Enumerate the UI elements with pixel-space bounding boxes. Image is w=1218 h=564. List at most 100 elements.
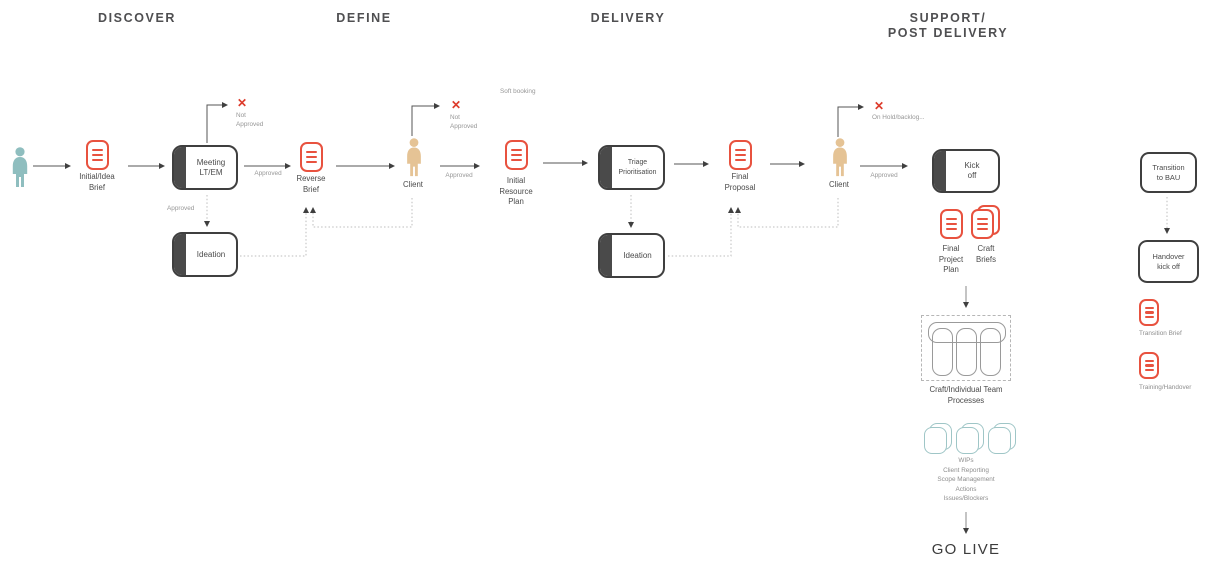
dotted-client2-to-final-proposal: [735, 198, 839, 228]
final-proposal-label: Final Proposal: [705, 172, 775, 193]
reject-x-icon-2: ✕: [451, 98, 462, 112]
initial-resource-plan-icon: [505, 140, 528, 170]
not-approved-1-line1: Not: [236, 112, 246, 119]
client-label-1: Client: [378, 180, 448, 191]
final-project-plan-icon: [940, 209, 963, 239]
approved-label-meeting-reverse: Approved: [254, 170, 282, 177]
approved-label-client-kickoff: Approved: [870, 172, 898, 179]
craft-briefs-line1: Craft: [977, 244, 995, 253]
requester-person-icon: [12, 147, 28, 187]
final-proposal-line2: Proposal: [724, 182, 756, 192]
go-live-title: GO LIVE: [931, 541, 1001, 558]
wip-card-front: [924, 427, 947, 454]
initial-idea-brief-line1: Initial/Idea: [79, 172, 115, 181]
on-hold-backlog-label: On Hold/backlog...: [872, 114, 925, 121]
initial-idea-brief-label: Initial/Idea Brief: [62, 172, 132, 193]
craft-processes-line2: Processes: [947, 395, 985, 405]
transition-bau-line2: to BAU: [1156, 172, 1181, 182]
wip-item-2: Client Reporting: [943, 466, 989, 474]
initial-resource-plan-label: Initial Resource Plan: [481, 176, 551, 208]
not-approved-2-line2: Approved: [450, 122, 478, 130]
client-2-text: Client: [829, 180, 849, 189]
kick-off-box: Kick off: [932, 149, 1000, 193]
transition-bau-line1: Transition: [1152, 163, 1185, 172]
wip-cards-icon-3: [988, 423, 1016, 454]
craft-processes-line1: Craft/Individual Team: [929, 385, 1003, 394]
wip-card-front: [956, 427, 979, 454]
not-approved-label-1: Not Approved: [236, 112, 263, 129]
craft-briefs-line2: Briefs: [976, 254, 996, 264]
soft-booking-label: Soft booking: [500, 88, 536, 95]
ideation-2-label: Ideation: [623, 250, 652, 260]
ideation-1-label: Ideation: [196, 249, 226, 259]
dotted-ideation2-to-final-proposal: [668, 207, 734, 257]
fpp-line3: Plan: [943, 265, 959, 274]
ideation-box-1: Ideation: [172, 232, 238, 277]
fpp-line1: Final: [942, 244, 960, 253]
not-approved-1-line2: Approved: [236, 120, 264, 128]
dotted-client1-to-reverse-brief: [310, 198, 413, 228]
wip-item-1: WIPs: [958, 457, 974, 464]
final-proposal-icon: [729, 140, 752, 170]
craft-processes-label: Craft/Individual Team Processes: [911, 385, 1021, 406]
handover-line1: Handover: [1152, 252, 1185, 261]
arrow-client2-on-hold: [837, 104, 864, 137]
client-1-text: Client: [403, 180, 423, 189]
transition-brief-icon: [1139, 299, 1159, 326]
phase-support-line1: SUPPORT/: [909, 11, 987, 25]
craft-briefs-icon: [971, 205, 1000, 239]
reject-x-icon-1: ✕: [237, 96, 248, 110]
phase-support-post-delivery: SUPPORT/ POST DELIVERY: [868, 11, 1028, 41]
approved-label-client-irp: Approved: [445, 172, 473, 179]
handover-kick-off-box: Handover kick off: [1138, 240, 1199, 283]
craft-process-horizontal-lane: [928, 322, 1006, 343]
triage-line1: Triage: [627, 158, 648, 166]
craft-briefs-label: Craft Briefs: [951, 244, 1021, 265]
wip-activities-list: WIPs Client Reporting Scope Management A…: [906, 456, 1026, 504]
irp-line3: Plan: [508, 197, 524, 206]
approved-label-meeting-ideation: Approved: [167, 205, 195, 212]
not-approved-2-line1: Not: [450, 114, 460, 121]
dotted-ideation1-to-reverse-brief: [240, 207, 309, 257]
fpp-line2: Project: [938, 254, 964, 264]
reverse-brief-line2: Brief: [302, 184, 320, 194]
meeting-line1: Meeting: [196, 157, 226, 167]
irp-line1: Initial: [506, 176, 526, 185]
reverse-brief-label: Reverse Brief: [276, 174, 346, 195]
arrow-client1-not-approved: [411, 103, 440, 136]
wip-item-4: Actions: [955, 485, 977, 493]
client-person-icon-1: [407, 138, 421, 177]
final-project-plan-label: Final Project Plan: [916, 244, 986, 276]
training-handover-icon: [1139, 352, 1159, 379]
initial-idea-brief-icon: [86, 140, 109, 170]
phase-discover: DISCOVER: [97, 11, 177, 25]
final-proposal-line1: Final: [731, 172, 749, 181]
wip-cards-icon-1: [924, 423, 952, 454]
training-handover-label: Training/Handover: [1139, 384, 1192, 391]
arrow-meeting-not-approved: [206, 102, 228, 143]
irp-line2: Resource: [499, 186, 533, 196]
ideation-box-2: Ideation: [598, 233, 665, 278]
craft-process-lane-3: [980, 328, 1001, 376]
transition-brief-label: Transition Brief: [1139, 330, 1182, 337]
client-person-icon-2: [833, 138, 847, 177]
meeting-line2: LT/EM: [199, 167, 223, 177]
transition-to-bau-box: Transition to BAU: [1140, 152, 1197, 193]
craft-briefs-front-sheet: [971, 209, 994, 239]
reverse-brief-line1: Reverse: [296, 174, 326, 183]
kick-off-line2: off: [967, 171, 977, 180]
meeting-lt-em-box: Meeting LT/EM: [172, 145, 238, 190]
phase-define: DEFINE: [336, 11, 392, 25]
handover-line2: kick off: [1157, 261, 1180, 271]
kick-off-line1: Kick: [964, 161, 980, 170]
initial-idea-brief-line2: Brief: [88, 182, 106, 192]
triage-line2: Prioritisation: [618, 168, 657, 176]
triage-prioritisation-box: Triage Prioritisation: [598, 145, 665, 190]
wip-card-front: [988, 427, 1011, 454]
reject-x-icon-3: ✕: [874, 99, 885, 113]
wip-cards-icon-2: [956, 423, 984, 454]
reverse-brief-icon: [300, 142, 323, 172]
craft-process-lane-1: [932, 328, 953, 376]
